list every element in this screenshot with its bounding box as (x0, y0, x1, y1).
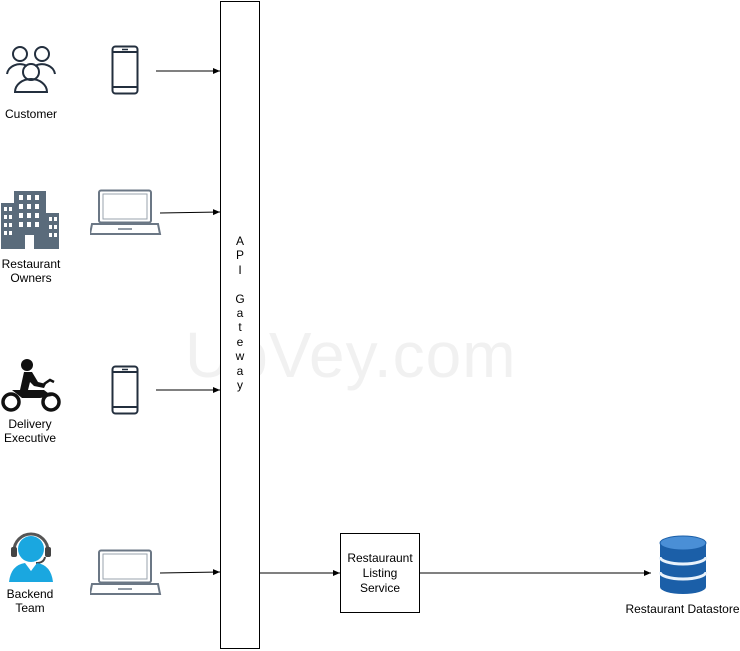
building-icon (1, 191, 59, 249)
gateway-letter: I (238, 262, 242, 277)
motorbike-rider-icon (1, 359, 61, 412)
gateway-letter: G (235, 291, 245, 306)
actor-label-delivery-executive: Delivery Executive (3, 417, 57, 445)
gateway-letter: t (238, 320, 242, 335)
gateway-letter: P (235, 248, 244, 263)
gateway-letter: e (236, 334, 244, 349)
gateway-letter: A (235, 234, 244, 248)
api-gateway-label: A P I G a t e w a y (221, 234, 259, 392)
arrow-owners-to-gateway (159, 209, 221, 216)
gateway-letter: y (237, 377, 243, 392)
gateway-letter (221, 277, 259, 291)
laptop-icon (90, 189, 162, 235)
gateway-letter: w (235, 349, 245, 364)
actor-label-backend-team: Backend Team (6, 587, 54, 615)
datastore-label: Restaurant Datastore (625, 602, 740, 616)
mobile-phone-icon (111, 365, 139, 415)
arrow-backend-to-gateway (159, 569, 221, 576)
gateway-letter: a (236, 305, 244, 320)
restaurant-listing-service-box[interactable]: Restauraunt Listing Service (340, 533, 420, 613)
actor-label-customer: Customer (4, 107, 57, 121)
mobile-phone-icon (111, 45, 139, 95)
api-gateway-box[interactable]: A P I G a t e w a y (220, 1, 260, 649)
database-icon (659, 535, 707, 594)
gateway-letter: a (236, 363, 244, 378)
support-agent-icon (9, 532, 53, 582)
service-label: Restauraunt Listing Service (347, 550, 413, 595)
laptop-icon (90, 549, 162, 595)
users-icon (6, 46, 56, 93)
actor-label-restaurant-owners: Restaurant Owners (1, 257, 61, 285)
